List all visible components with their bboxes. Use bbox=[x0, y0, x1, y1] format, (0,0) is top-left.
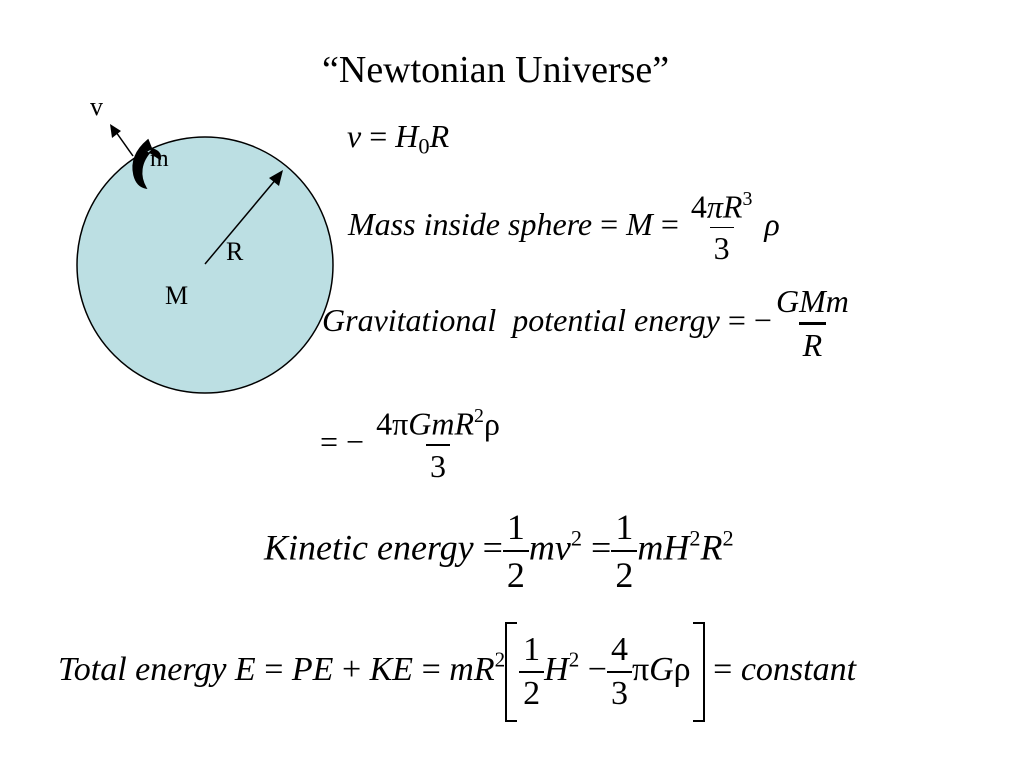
title-open-quote: “ bbox=[322, 49, 339, 91]
eq6-minus: − bbox=[587, 650, 607, 688]
eq6-f1-den: 2 bbox=[519, 671, 545, 713]
eq6-equals-1: = bbox=[264, 650, 284, 688]
total-energy-equation: Total energy E = PE + KE = mR2 1 2 H2 − … bbox=[58, 622, 856, 722]
eq3-denominator: R bbox=[798, 322, 827, 364]
eq2-num-pi: π bbox=[706, 188, 723, 225]
eq6-rho: ρ bbox=[673, 650, 691, 688]
eq6-exp1: 2 bbox=[494, 647, 506, 672]
eq5-exp3: 2 bbox=[722, 525, 734, 551]
eq2-rho: ρ bbox=[764, 205, 780, 242]
eq5-label: Kinetic energy bbox=[264, 527, 474, 568]
eq2-num-exponent: 3 bbox=[742, 188, 753, 210]
hubble-law-equation: v = H0R bbox=[347, 118, 449, 160]
eq2-num-coef: 4 bbox=[690, 188, 707, 225]
mass-equation: Mass inside sphere = M = 4πR3 3 ρ bbox=[348, 188, 780, 267]
eq6-ke: KE bbox=[369, 650, 414, 688]
eq2-M: M bbox=[626, 205, 653, 242]
title-close-quote: ” bbox=[652, 49, 670, 91]
eq2-equals-1: = bbox=[600, 205, 619, 242]
eq5-f2-num: 1 bbox=[615, 507, 634, 547]
eq6-plus: + bbox=[341, 650, 362, 688]
velocity-label: v bbox=[90, 92, 103, 121]
eq6-f2-num: 4 bbox=[610, 631, 628, 668]
eq4-equals: = bbox=[320, 423, 339, 460]
eq5-exp1: 2 bbox=[570, 525, 583, 551]
title-text: Newtonian Universe bbox=[338, 49, 653, 91]
eq6-f1-num: 1 bbox=[523, 631, 541, 668]
eq2-fraction: 4πR3 3 bbox=[687, 188, 757, 267]
eq2-equals-2: = bbox=[660, 205, 679, 242]
slide-title: “Newtonian Universe” bbox=[322, 48, 669, 92]
eq5-fraction-1: 1 2 bbox=[502, 506, 529, 596]
eq4-num-vars: GmR bbox=[408, 405, 475, 442]
eq2-num-R: R bbox=[722, 188, 743, 225]
eq5-equals-1: = bbox=[482, 527, 503, 568]
eq3-numerator: GMm bbox=[775, 283, 849, 319]
eq4-fraction: 4πGmR2ρ 3 bbox=[372, 405, 504, 485]
eq2-denominator: 3 bbox=[709, 227, 734, 267]
mass-M-label: M bbox=[165, 281, 189, 310]
eq3-fraction: GMm R bbox=[772, 283, 853, 364]
eq5-f1-num: 1 bbox=[506, 507, 525, 547]
potential-energy-equation: Gravitational potential energy = − GMm R bbox=[322, 283, 853, 364]
eq4-num-rho: ρ bbox=[483, 405, 500, 442]
eq1-H: H bbox=[395, 118, 419, 154]
eq6-mR: mR bbox=[449, 650, 495, 688]
eq6-equals-2: = bbox=[421, 650, 441, 688]
eq3-label: Gravitational potential energy bbox=[322, 301, 720, 338]
eq5-equals-2: = bbox=[591, 527, 612, 568]
eq4-numerator: 4πGmR2ρ bbox=[372, 405, 504, 444]
eq5-f1-den: 2 bbox=[502, 550, 529, 596]
eq5-term1: mv bbox=[528, 527, 571, 568]
eq6-constant: constant bbox=[740, 650, 857, 688]
eq5-f2-den: 2 bbox=[611, 550, 638, 596]
radius-label: R bbox=[226, 237, 244, 266]
radius-arrow bbox=[204, 177, 278, 265]
eq6-G: G bbox=[649, 650, 674, 688]
eq4-num-exponent: 2 bbox=[474, 405, 484, 427]
sphere bbox=[76, 136, 334, 394]
eq3-minus: − bbox=[753, 301, 772, 338]
eq4-minus: − bbox=[346, 423, 365, 460]
eq2-numerator: 4πR3 bbox=[687, 188, 757, 227]
eq5-term2-b: R bbox=[700, 527, 723, 568]
eq6-fraction-1: 1 2 bbox=[519, 631, 545, 713]
eq1-v: v bbox=[347, 118, 362, 154]
eq1-subscript: 0 bbox=[418, 133, 430, 159]
eq6-exp2: 2 bbox=[568, 647, 580, 672]
eq5-exp2: 2 bbox=[689, 525, 701, 551]
eq4-denominator: 3 bbox=[426, 444, 450, 485]
left-bracket bbox=[505, 622, 518, 722]
potential-energy-expanded: = − 4πGmR2ρ 3 bbox=[320, 405, 504, 485]
eq2-label: Mass inside sphere bbox=[348, 205, 593, 242]
eq6-pe: PE bbox=[291, 650, 334, 688]
eq1-R: R bbox=[429, 118, 450, 154]
eq4-num-coef: 4π bbox=[376, 405, 409, 442]
eq1-equals: = bbox=[369, 118, 388, 154]
radius-arrowhead bbox=[269, 170, 283, 186]
velocity-arrowhead bbox=[110, 124, 121, 138]
right-bracket bbox=[692, 622, 705, 722]
velocity-arrow bbox=[115, 131, 134, 157]
eq5-fraction-2: 1 2 bbox=[611, 506, 638, 596]
eq6-pi: π bbox=[631, 650, 650, 688]
sphere-diagram bbox=[76, 124, 334, 394]
eq6-equals-3: = bbox=[713, 650, 733, 688]
eq3-equals: = bbox=[727, 301, 746, 338]
mass-m-label: m bbox=[150, 146, 169, 172]
mass-shell-element bbox=[132, 138, 162, 190]
eq6-H: H bbox=[544, 650, 569, 688]
eq6-label: Total energy E bbox=[58, 650, 256, 688]
eq5-term2-a: mH bbox=[637, 527, 690, 568]
eq6-f2-den: 3 bbox=[606, 671, 632, 713]
kinetic-energy-equation: Kinetic energy = 1 2 mv2 = 1 2 mH2R2 bbox=[264, 506, 734, 596]
eq6-fraction-2: 4 3 bbox=[606, 631, 632, 713]
